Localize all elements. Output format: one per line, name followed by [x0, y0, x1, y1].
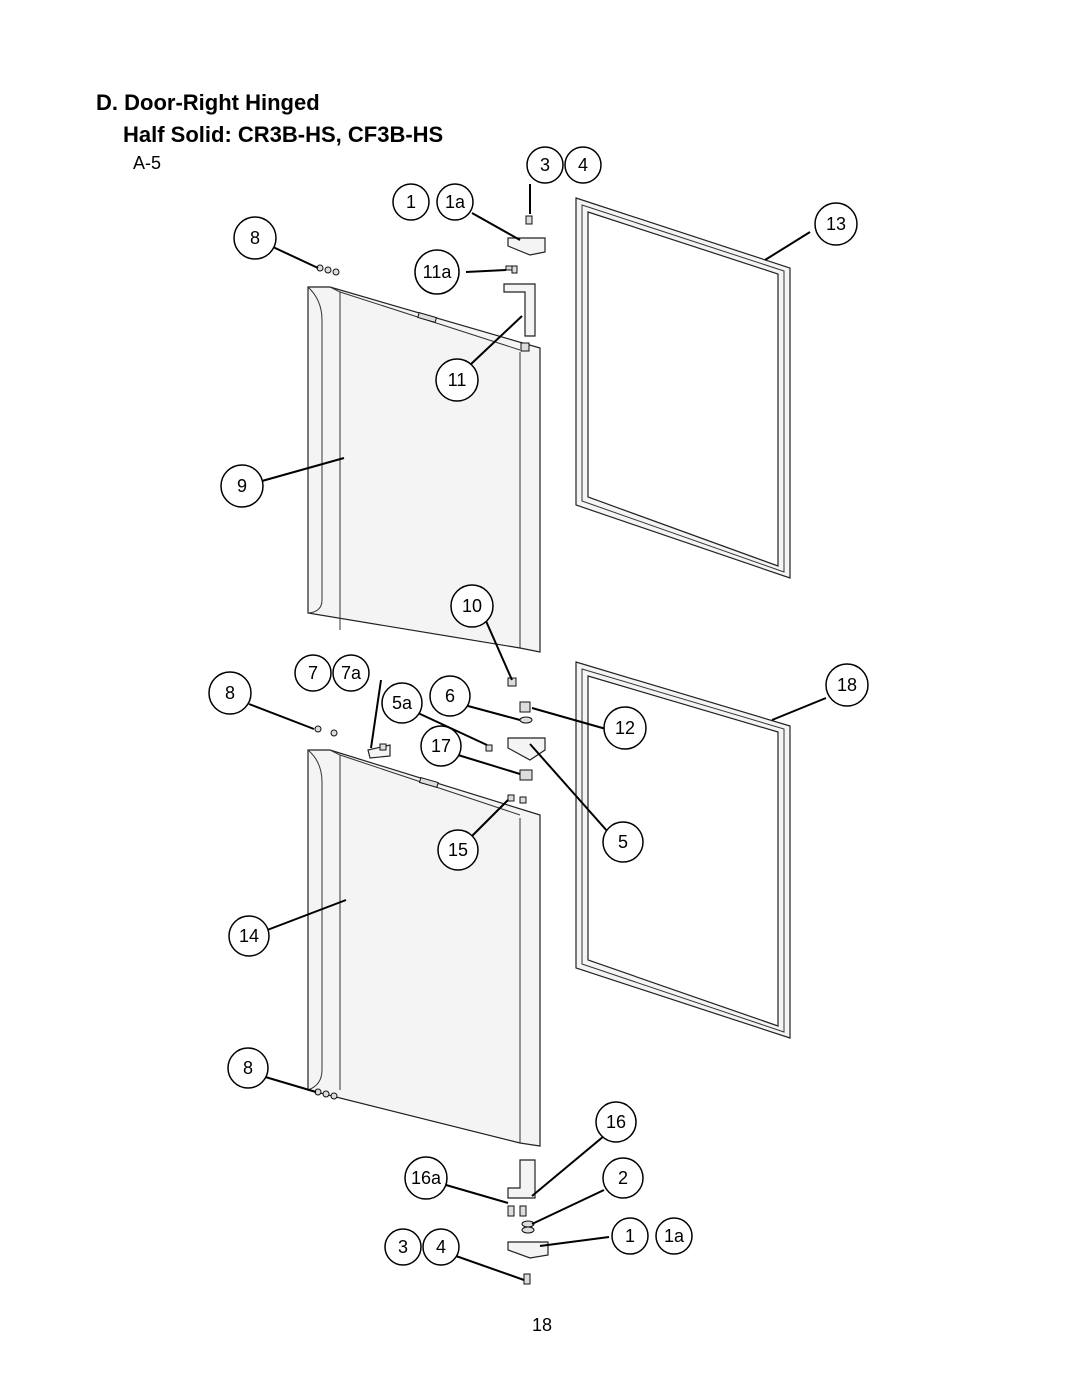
callout-5: 5 [602, 821, 644, 863]
callout-1a-bot: 1a [655, 1217, 693, 1255]
svg-text:4: 4 [436, 1237, 446, 1257]
svg-text:11: 11 [448, 370, 467, 390]
svg-text:12: 12 [615, 718, 635, 738]
svg-text:14: 14 [239, 926, 259, 946]
svg-text:7a: 7a [341, 663, 362, 683]
callout-13: 13 [814, 202, 858, 246]
page-number: 18 [532, 1315, 553, 1335]
callout-4-bot: 4 [422, 1228, 460, 1266]
middle-hinge-assembly [367, 677, 546, 804]
callout-3-top: 3 [526, 146, 564, 184]
callout-1a-top: 1a [436, 183, 474, 221]
bottom-hinge-assembly [507, 1159, 549, 1285]
svg-text:15: 15 [448, 840, 468, 860]
lower-door-gasket [575, 661, 791, 1039]
svg-text:1a: 1a [445, 192, 466, 212]
callout-7: 7 [294, 654, 332, 692]
callout-14: 14 [228, 915, 270, 957]
svg-text:9: 9 [237, 476, 247, 496]
callout-4-top: 4 [564, 146, 602, 184]
diagram-code: A-5 [133, 153, 162, 173]
callout-8-mid: 8 [208, 671, 252, 715]
upper-door-panel [307, 286, 541, 653]
screws-8-mid [314, 725, 338, 737]
svg-text:8: 8 [243, 1058, 253, 1078]
svg-text:17: 17 [431, 736, 451, 756]
svg-text:3: 3 [540, 155, 550, 175]
diagram-subtitle: Half Solid: CR3B-HS, CF3B-HS [123, 122, 444, 147]
svg-text:6: 6 [445, 686, 455, 706]
svg-text:1: 1 [406, 192, 416, 212]
callout-15: 15 [437, 829, 479, 871]
svg-text:11a: 11a [423, 262, 453, 282]
callout-8-top: 8 [233, 216, 277, 260]
svg-text:3: 3 [398, 1237, 408, 1257]
callout-5a: 5a [381, 682, 423, 724]
svg-text:4: 4 [578, 155, 588, 175]
lower-door-panel [307, 749, 541, 1147]
callout-1-top: 1 [392, 183, 430, 221]
svg-text:8: 8 [225, 683, 235, 703]
callout-10: 10 [450, 584, 494, 628]
leader-lines [248, 184, 827, 1281]
callout-17: 17 [420, 725, 462, 767]
svg-text:13: 13 [826, 214, 846, 234]
svg-text:7: 7 [308, 663, 318, 683]
callout-2: 2 [602, 1157, 644, 1199]
callout-8-bot: 8 [227, 1047, 269, 1089]
upper-door-gasket [575, 197, 791, 579]
svg-text:5a: 5a [392, 693, 413, 713]
diagram-title: D. Door-Right Hinged [96, 90, 320, 115]
top-hinge-assembly [503, 215, 546, 337]
callout-9: 9 [220, 464, 264, 508]
callout-1-bot: 1 [611, 1217, 649, 1255]
svg-text:1a: 1a [664, 1226, 685, 1246]
callout-12: 12 [603, 706, 647, 750]
callout-18: 18 [825, 663, 869, 707]
svg-text:2: 2 [618, 1168, 628, 1188]
callout-6: 6 [429, 675, 471, 717]
svg-text:16: 16 [606, 1112, 626, 1132]
svg-text:1: 1 [625, 1226, 635, 1246]
callout-11: 11 [435, 358, 479, 402]
svg-text:8: 8 [250, 228, 260, 248]
svg-text:16a: 16a [411, 1168, 442, 1188]
svg-text:10: 10 [462, 596, 482, 616]
callout-16: 16 [595, 1101, 637, 1143]
callout-3-bot: 3 [384, 1228, 422, 1266]
screws-8-top [316, 264, 340, 276]
svg-text:18: 18 [837, 675, 857, 695]
callout-7a: 7a [332, 654, 370, 692]
screws-8-bot [314, 1088, 338, 1100]
callout-16a: 16a [404, 1156, 448, 1200]
svg-text:5: 5 [618, 832, 628, 852]
callout-11a: 11a [414, 249, 460, 295]
